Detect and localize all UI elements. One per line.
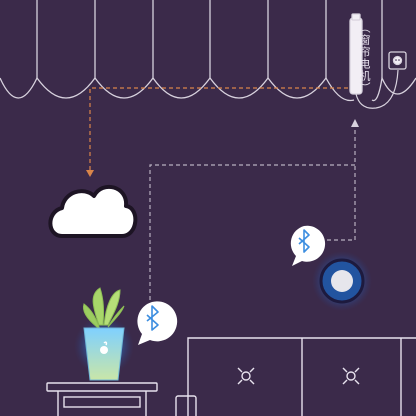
bluetooth-icon <box>290 225 326 266</box>
bluetooth-icon <box>137 301 178 345</box>
side-table <box>46 382 158 416</box>
curtain <box>0 0 416 102</box>
round-sensor-button <box>312 251 372 311</box>
cloud-icon <box>48 185 138 238</box>
curtain-motor-label: （窗帘电机） <box>358 22 371 94</box>
device-link <box>149 126 356 300</box>
cabinet <box>175 337 416 416</box>
potted-plant <box>83 287 125 381</box>
curtain-motor <box>349 13 363 95</box>
power-socket-icon <box>388 51 407 70</box>
cloud-curtain-link <box>89 87 348 172</box>
